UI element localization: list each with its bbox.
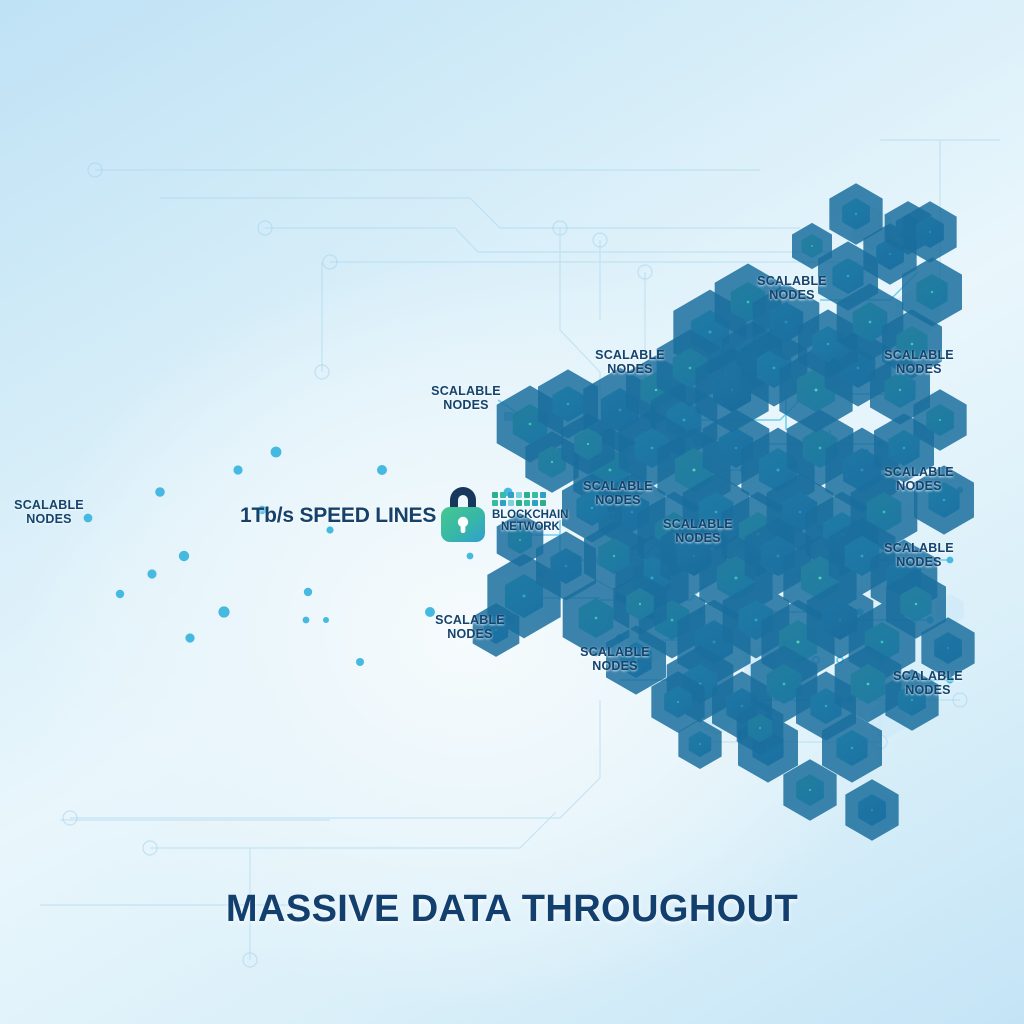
label-line-2: NODES [896,362,942,376]
padlock-icon [441,487,485,542]
label-line-1: SCALABLE [884,348,954,362]
blockchain-blocks-logo [492,492,578,506]
label-line-1: SCALABLE [595,348,665,362]
label-line-1: SCALABLE [757,274,827,288]
logo-block [516,500,522,506]
logo-block [500,492,506,498]
label-line-2: NODES [26,512,72,526]
logo-block [516,492,522,498]
blockchain-network-brand: BLOCKCHAIN NETWORK [492,492,578,533]
label-line-1: SCALABLE [583,479,653,493]
label-line-2: NODES [896,479,942,493]
page-title: MASSIVE DATA THROUGHOUT [225,888,799,930]
label-line-1: SCALABLE [14,498,84,512]
logo-block [508,500,514,506]
label-line-1: SCALABLE [580,645,650,659]
logo-block [524,500,530,506]
label-line-1: SCALABLE [435,613,505,627]
label-line-2: NODES [607,362,653,376]
logo-block [540,500,546,506]
logo-block [492,500,498,506]
label-line-1: SCALABLE [884,541,954,555]
brand-text: BLOCKCHAIN NETWORK [492,509,578,533]
label-line-2: NODES [595,493,641,507]
label-line-2: NODES [675,531,721,545]
label-line-1: SCALABLE [884,465,954,479]
label-line-2: NODES [443,398,489,412]
speed-lines-label: 1Tb/s SPEED LINES [240,504,437,527]
label-line-1: SCALABLE [431,384,501,398]
logo-block [532,500,538,506]
label-line-2: NODES [447,627,493,641]
label-line-2: NODES [769,288,815,302]
label-line-2: NODES [905,683,951,697]
logo-block [540,492,546,498]
label-line-1: SCALABLE [893,669,963,683]
logo-block [532,492,538,498]
label-line-2: NODES [896,555,942,569]
brand-line-2: NETWORK [501,521,560,534]
logo-block [508,492,514,498]
logo-block [492,492,498,498]
label-line-1: SCALABLE [663,517,733,531]
brand-line-1: BLOCKCHAIN [492,509,569,521]
logo-block [500,500,506,506]
logo-block [524,492,530,498]
label-line-2: NODES [592,659,638,673]
